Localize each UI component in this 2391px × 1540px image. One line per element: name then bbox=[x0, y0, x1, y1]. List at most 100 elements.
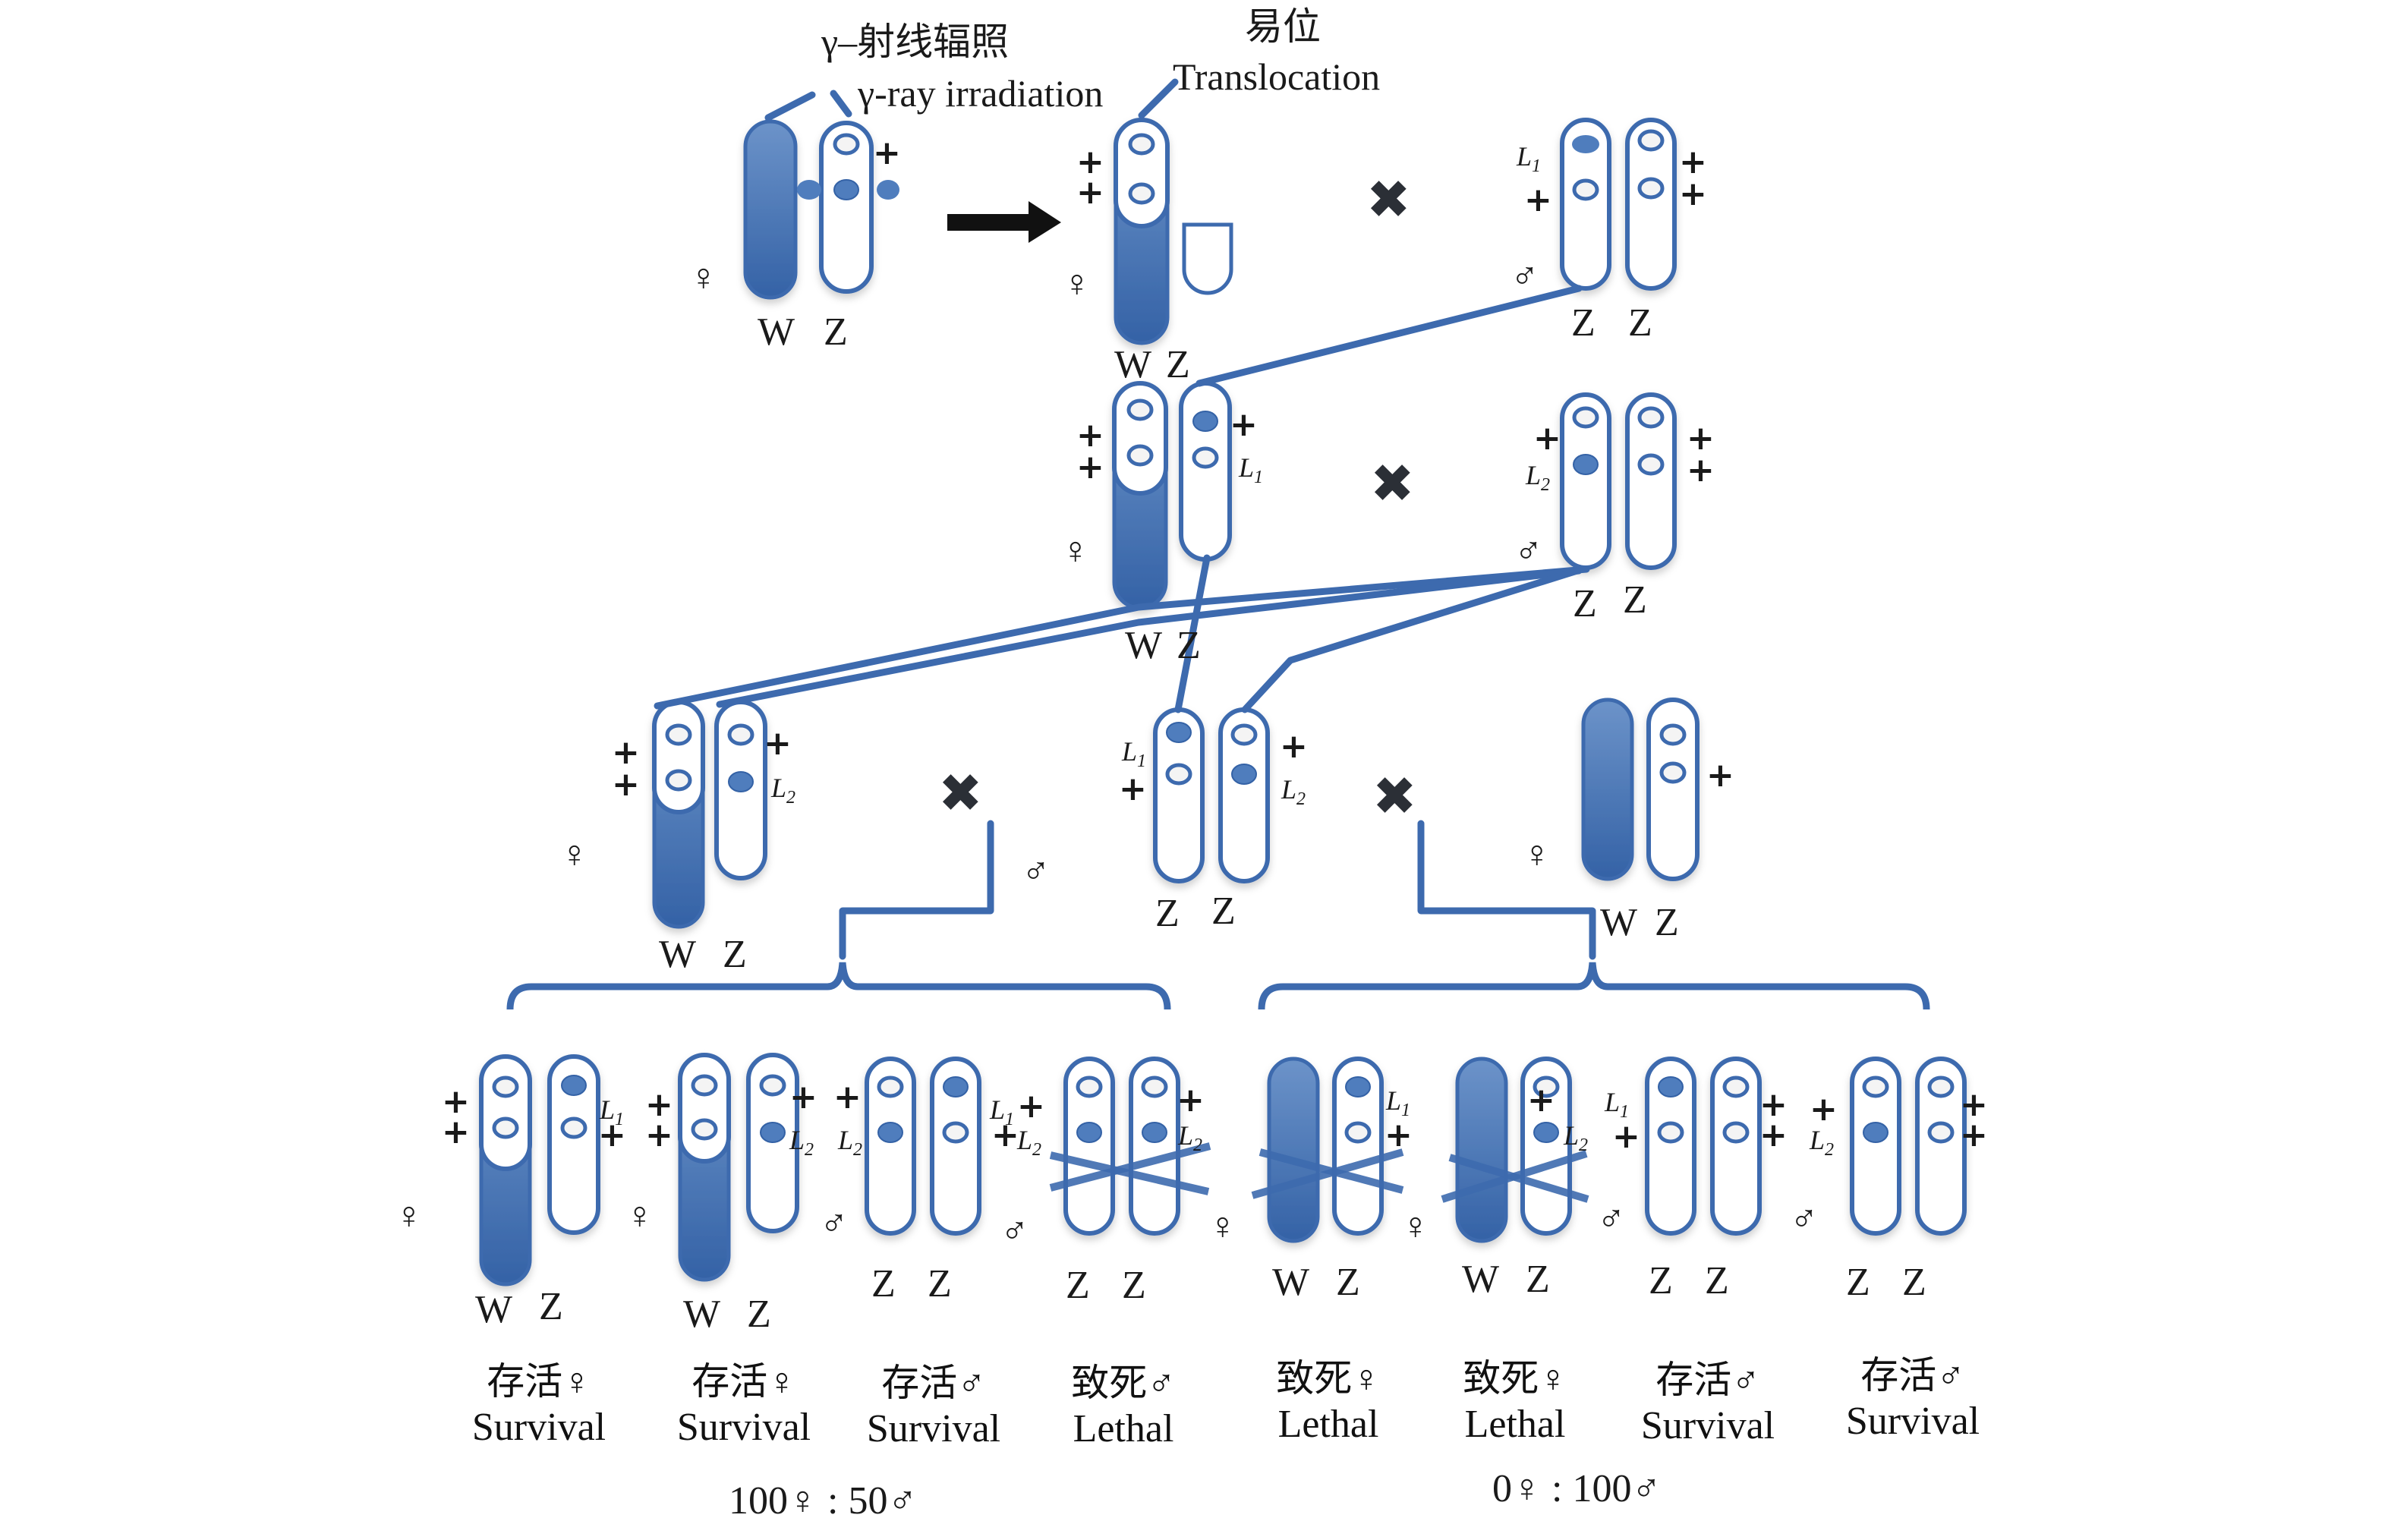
z-chromosome-label: Z bbox=[1166, 343, 1190, 386]
z-chromosome-label: Z bbox=[1623, 578, 1647, 622]
wildtype-locus-ring bbox=[759, 1074, 786, 1097]
gene-label-l2: L2 bbox=[1281, 774, 1306, 810]
w-chromosome bbox=[1455, 1057, 1508, 1243]
cross-icon: ✖ bbox=[1366, 168, 1411, 231]
plus-marker: + bbox=[1280, 727, 1308, 766]
wildtype-locus-ring bbox=[1659, 761, 1687, 784]
z-chromosome bbox=[1560, 118, 1611, 291]
wildtype-locus-ring bbox=[877, 1075, 904, 1098]
translocation-label-en: Translocation bbox=[1173, 55, 1381, 98]
plus-marker: + bbox=[1076, 416, 1104, 455]
z-chromosome-label: Z bbox=[1122, 1264, 1146, 1307]
sex-ratio-left: 100♀ : 50♂ bbox=[729, 1479, 918, 1523]
lethal-strike-line bbox=[1049, 1151, 1210, 1195]
z-chromosome-outline bbox=[1332, 1057, 1384, 1236]
female-symbol: ♀ bbox=[1061, 529, 1090, 572]
gene-label-l2: L2 bbox=[771, 773, 796, 808]
sex-ratio-right: 0♀ : 100♂ bbox=[1492, 1467, 1662, 1510]
w-chromosome-label: W bbox=[1272, 1261, 1310, 1304]
wildtype-locus-ring bbox=[492, 1075, 519, 1098]
plus-marker: + bbox=[991, 1116, 1019, 1154]
w-chromosome-label: W bbox=[683, 1293, 721, 1336]
mutant-locus-dot bbox=[1142, 1122, 1167, 1143]
wildtype-locus-ring bbox=[1533, 1075, 1560, 1098]
wildtype-locus-ring bbox=[1192, 446, 1219, 469]
plus-marker: + bbox=[1076, 173, 1104, 212]
lethal-strike-line bbox=[1259, 1148, 1404, 1194]
female-symbol: ♀ bbox=[1208, 1205, 1237, 1247]
irradiation-pointer bbox=[764, 91, 816, 121]
gene-label-l2: L2 bbox=[789, 1125, 814, 1161]
outcome-status-en: Survival bbox=[471, 1406, 606, 1449]
plus-marker: + bbox=[833, 1078, 862, 1116]
z-chromosome bbox=[1645, 1057, 1696, 1236]
wildtype-locus-ring bbox=[665, 769, 692, 792]
w-chromosome-label: W bbox=[1114, 343, 1152, 386]
z-chromosome bbox=[1153, 707, 1205, 883]
plus-marker: + bbox=[612, 733, 640, 772]
plus-marker: + bbox=[1076, 448, 1104, 487]
z-chromosome bbox=[865, 1057, 916, 1236]
z-chromosome-outline bbox=[1625, 118, 1677, 291]
outcome-status-en: Lethal bbox=[1073, 1407, 1174, 1450]
z-chromosome bbox=[1332, 1057, 1384, 1236]
z-chromosome-label: Z bbox=[824, 310, 848, 354]
mutant-locus-dot bbox=[1572, 135, 1599, 153]
cross-step-line-left bbox=[839, 820, 994, 960]
plus-marker: + bbox=[1524, 181, 1552, 219]
outcome-status-en: Survival bbox=[1845, 1400, 1980, 1443]
w-chromosome-body bbox=[1267, 1057, 1320, 1243]
wildtype-locus-ring bbox=[942, 1121, 969, 1144]
plus-marker: + bbox=[1679, 143, 1707, 181]
cross-step-line-right bbox=[1417, 820, 1596, 960]
offspring-outcome: 存活♀ Survival bbox=[433, 1359, 645, 1451]
cross-line-to-row3-female-w bbox=[654, 565, 1590, 710]
wildtype-locus-ring bbox=[1927, 1121, 1955, 1144]
mutant-locus-dot bbox=[1345, 1076, 1371, 1098]
translocated-z-segment bbox=[479, 1054, 532, 1171]
male-symbol: ♂ bbox=[820, 1201, 849, 1244]
outcome-status-cn: 存活♀ bbox=[691, 1360, 796, 1403]
offspring-bracket-right bbox=[1258, 962, 1930, 1010]
z-chromosome bbox=[930, 1057, 981, 1236]
wildtype-locus-ring bbox=[1722, 1121, 1750, 1144]
plus-marker: + bbox=[1385, 1116, 1413, 1154]
offspring-outcome: 存活♂ Survival bbox=[827, 1360, 1040, 1453]
mutant-locus-dot bbox=[1573, 454, 1599, 475]
z-chromosome bbox=[1625, 118, 1677, 291]
wildtype-locus-ring bbox=[665, 723, 692, 746]
plus-marker: + bbox=[1679, 175, 1707, 213]
irradiation-label-cn: γ–射线辐照 bbox=[821, 20, 1010, 63]
wildtype-locus-ring bbox=[1141, 1075, 1168, 1098]
z-chromosome bbox=[1625, 392, 1677, 570]
wildtype-locus-ring bbox=[1637, 177, 1665, 200]
male-symbol: ♂ bbox=[1022, 849, 1051, 892]
wildtype-locus-ring bbox=[1572, 406, 1599, 429]
z-chromosome-outline bbox=[1560, 392, 1611, 570]
mutant-locus-dot bbox=[877, 180, 899, 200]
wildtype-locus-ring bbox=[1126, 398, 1154, 421]
offspring-outcome: 致死♀ Lethal bbox=[1409, 1356, 1621, 1448]
outcome-status-en: Survival bbox=[866, 1407, 1001, 1450]
z-chromosome-label: Z bbox=[1655, 901, 1679, 944]
wildtype-locus-ring bbox=[1637, 406, 1665, 429]
plus-marker: + bbox=[612, 765, 640, 804]
plus-marker: + bbox=[645, 1116, 673, 1154]
wildtype-locus-ring bbox=[1165, 763, 1192, 786]
cross-icon: ✖ bbox=[938, 762, 983, 824]
gene-label-l1: L1 bbox=[990, 1094, 1015, 1130]
z-chromosome-outline bbox=[1710, 1057, 1762, 1236]
plus-marker: + bbox=[1076, 143, 1104, 181]
offspring-outcome: 致死♂ Lethal bbox=[1017, 1360, 1230, 1453]
wildtype-locus-ring bbox=[1076, 1075, 1103, 1098]
z-chromosome-label: Z bbox=[1155, 892, 1180, 935]
arrow-right-head bbox=[1029, 201, 1061, 243]
lethal-strike-line bbox=[1049, 1142, 1211, 1192]
gene-label-l1: L1 bbox=[1517, 141, 1542, 177]
irradiation-label-en: γ-ray irradiation bbox=[858, 72, 1104, 115]
z-chromosome bbox=[547, 1054, 600, 1235]
female-symbol: ♀ bbox=[689, 256, 718, 298]
chromosome-shapes bbox=[479, 118, 1967, 1286]
w-chromosome-label: W bbox=[1462, 1258, 1500, 1301]
gene-label-l1: L1 bbox=[1239, 452, 1264, 488]
